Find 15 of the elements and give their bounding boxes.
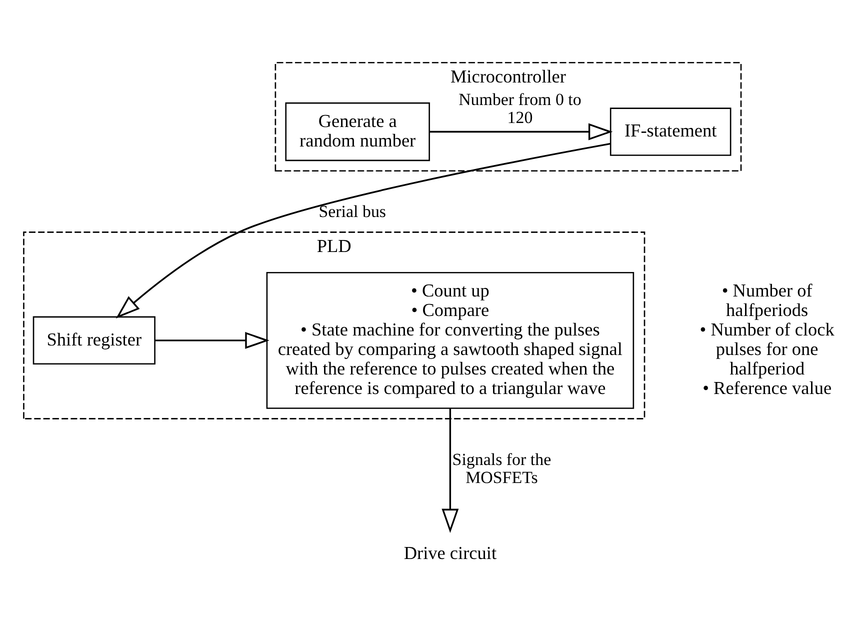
node-box: • Count up • Compare • State machine for converting the pulses created by comparing a sawtooth shaped signal with the reference to pulses created when the reference is compared to a triangular wave <box>266 272 634 409</box>
arrow <box>429 123 613 140</box>
label: • Reference value <box>702 378 832 398</box>
edge-label: Serial bus <box>318 202 386 222</box>
node-box: IF-statement <box>610 108 732 156</box>
edge-label: Signals for the MOSFETs <box>452 450 552 488</box>
node-box: Shift register <box>32 316 156 365</box>
node-box: Generate a random number <box>285 102 430 162</box>
label: • Number of halfperiods <box>722 280 812 320</box>
arrow <box>155 332 270 349</box>
node-text: Drive circuit <box>404 543 497 564</box>
edge-label: Number from 0 to 120 <box>458 90 582 128</box>
arrow <box>442 408 459 534</box>
label: • Number of clock pulses for one halfperiod <box>700 319 834 379</box>
arrow <box>116 142 611 318</box>
